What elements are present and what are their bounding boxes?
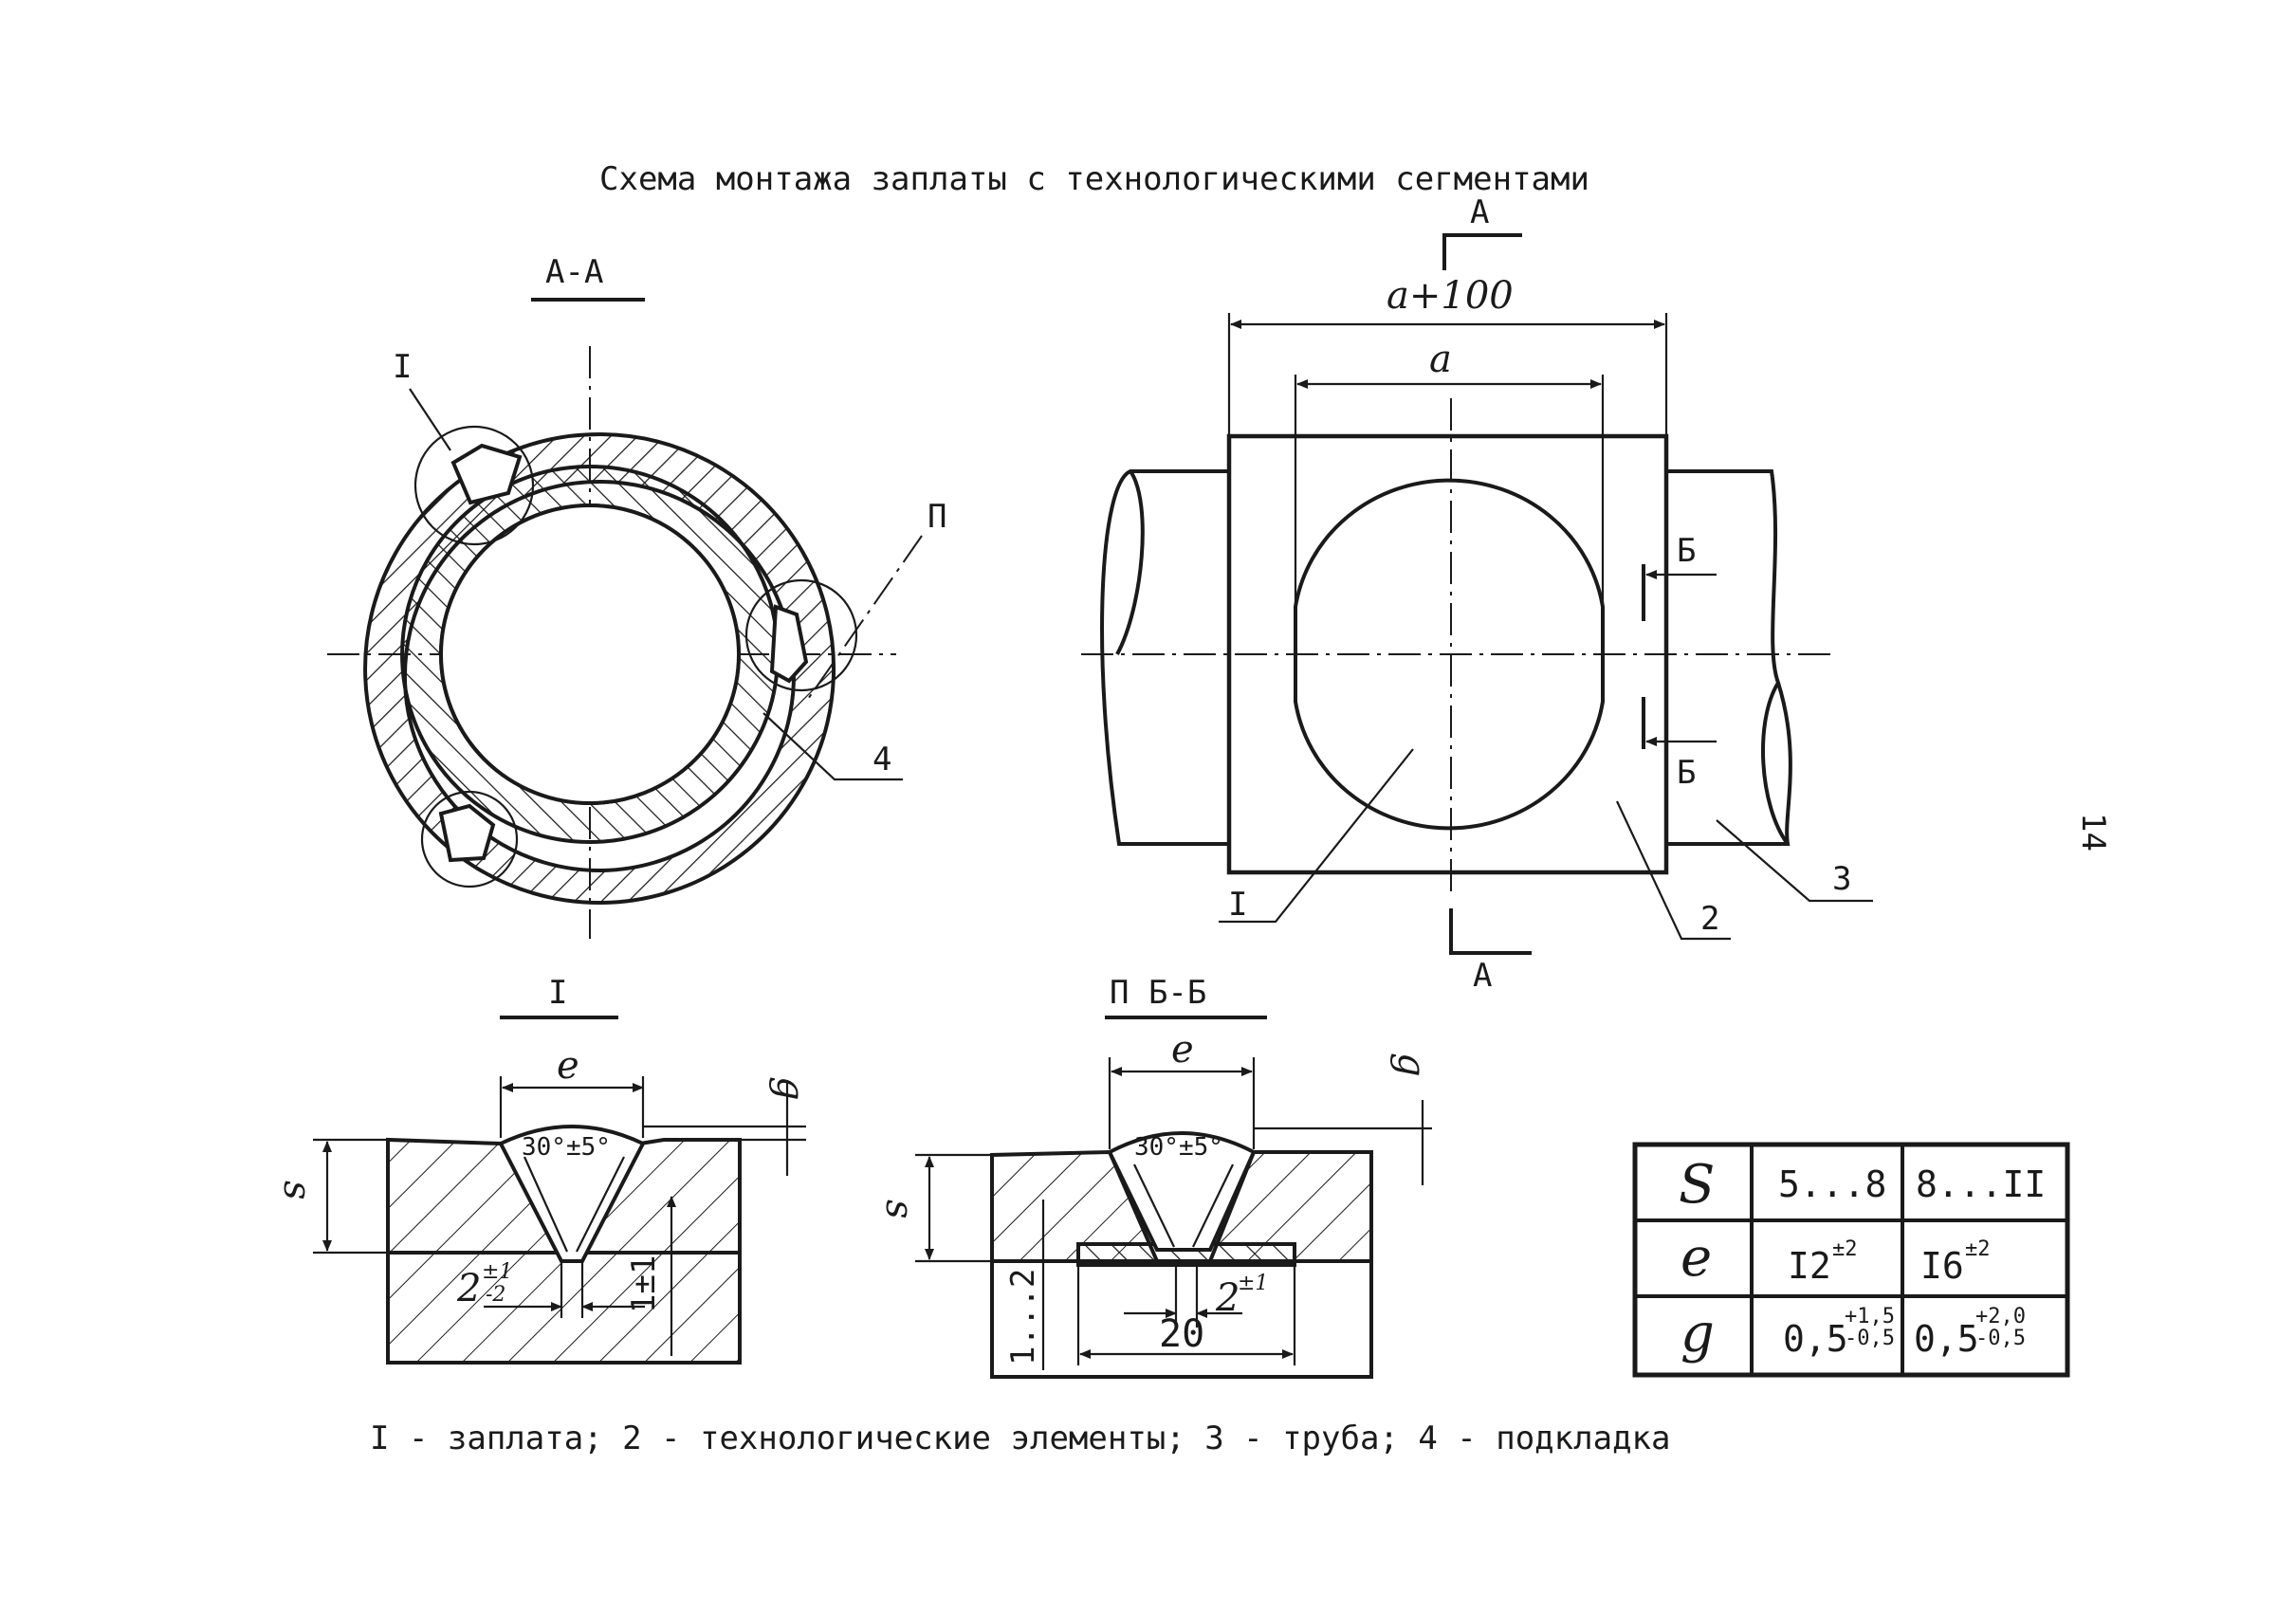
table-g-v2-upper: +2,0 <box>1975 1305 2026 1328</box>
detail-2-dim-g-label: g <box>1389 1053 1433 1077</box>
plan-leader-3 <box>1716 819 1873 903</box>
detail-2-dim-s-label: s <box>877 1200 921 1219</box>
plan-callout-i: I <box>1228 886 1247 924</box>
detail-1-gap-tol: ±1 <box>482 1260 512 1284</box>
table-g-v2: 0,5 <box>1914 1318 1979 1360</box>
aa-leader-p <box>805 535 923 703</box>
table-g-v1-lower: -0,5 <box>1845 1327 1895 1350</box>
plan-view: a+100 a А А Б Б I 2 3 <box>1081 193 1873 995</box>
backing-strip-right <box>769 604 809 684</box>
aa-callout-p: П <box>928 498 946 536</box>
detail-2-label: П Б-Б <box>1110 974 1206 1012</box>
pipe-bore <box>439 504 741 805</box>
aa-callout-i: I <box>393 348 412 386</box>
table-e-v2-tol: ±2 <box>1965 1237 1991 1261</box>
detail-1-dim-e-label: e <box>557 1044 579 1088</box>
table-frame <box>1632 1142 2070 1378</box>
section-aa-view: А-А I П 4 <box>327 253 946 939</box>
table-s-v1: 5...8 <box>1778 1163 1886 1205</box>
pipe-right-end <box>1760 681 1790 846</box>
detail-1-groove-inner <box>523 1156 625 1253</box>
detail-2-weld-bead <box>1107 1131 1257 1252</box>
detail-1-label: I <box>548 974 567 1012</box>
drawing-title: Схема монтажа заплаты с технологическими… <box>599 160 1589 198</box>
detail-1-weld-bead <box>498 1125 646 1263</box>
cut-mark-bottom <box>1449 908 1532 955</box>
table-param-s: S <box>1679 1154 1715 1216</box>
dim-outer-label: a+100 <box>1387 274 1514 318</box>
detail-1-dim-s-label: s <box>275 1181 319 1200</box>
table-e-v1-tol: ±2 <box>1832 1237 1858 1261</box>
detail-2-groove-inner <box>1133 1163 1234 1248</box>
detail-2-width-label: 20 <box>1159 1312 1204 1356</box>
detail-1-view: I e g s 30°±5° 2 ±1 -2 <box>275 974 812 1365</box>
table-param-g: g <box>1681 1303 1715 1365</box>
aa-leader-4 <box>762 712 903 781</box>
table-g-v1: 0,5 <box>1783 1318 1848 1360</box>
pipe-left <box>1100 469 1229 846</box>
detail-2-vert-label: 1...2 <box>1004 1269 1042 1365</box>
pipe-left-end <box>1115 469 1145 655</box>
section-b-label-bottom: Б <box>1677 754 1696 792</box>
cut-label-top: А <box>1470 193 1489 231</box>
detail-1-gap-tol-lower: -2 <box>486 1283 505 1307</box>
detail-1-dim-g-label: g <box>768 1076 812 1101</box>
table-g-v1-upper: +1,5 <box>1845 1305 1895 1328</box>
plan-callout-2: 2 <box>1700 900 1719 938</box>
detail-2-circle <box>744 578 858 692</box>
table-g-v2-lower: -0,5 <box>1975 1327 2026 1350</box>
section-aa-label: А-А <box>545 253 603 291</box>
detail-2-view: П Б-Б e g s 30°±5° 2 ±1 <box>877 974 1433 1379</box>
aa-leader-i <box>409 388 451 451</box>
detail-1-circle-top <box>413 425 535 546</box>
patch-stadium <box>1294 478 1605 831</box>
dimension-table: S 5...8 8...II e I2 ±2 I6 ±2 g 0,5 +1,5 … <box>1632 1142 2070 1378</box>
detail-1-gap-label: 2 <box>456 1267 481 1310</box>
table-e-v2: I6 <box>1920 1245 1964 1287</box>
cut-label-bottom: А <box>1473 957 1492 995</box>
detail-1-pipe-wall <box>386 1251 742 1365</box>
detail-2-gap-label: 2 <box>1215 1276 1240 1320</box>
aa-callout-4: 4 <box>872 741 891 779</box>
section-b-label-top: Б <box>1677 532 1696 570</box>
detail-1-vert-label: 1±1 <box>625 1255 663 1313</box>
detail-2-gap-tol: ±1 <box>1238 1272 1268 1295</box>
weld-top <box>450 443 523 505</box>
cut-mark-top <box>1442 233 1522 270</box>
plan-callout-3: 3 <box>1832 860 1851 898</box>
detail-1-angle: 30°±5° <box>522 1133 611 1162</box>
detail-1-circle-bottom <box>420 790 519 888</box>
plan-leader-i <box>1219 748 1414 924</box>
dim-inner-label: a <box>1429 338 1452 381</box>
table-s-v2: 8...II <box>1916 1163 2046 1205</box>
weld-bottom <box>438 803 496 863</box>
pipe-right <box>1666 469 1792 846</box>
legend: I - заплата; 2 - технологические элемент… <box>370 1420 1670 1457</box>
detail-2-dim-e-label: e <box>1171 1028 1194 1072</box>
page-number: 14 <box>2074 813 2112 852</box>
plan-leader-2 <box>1616 800 1731 941</box>
table-e-v1: I2 <box>1788 1245 1831 1287</box>
table-param-e: e <box>1681 1227 1712 1289</box>
detail-2-angle: 30°±5° <box>1134 1133 1223 1162</box>
